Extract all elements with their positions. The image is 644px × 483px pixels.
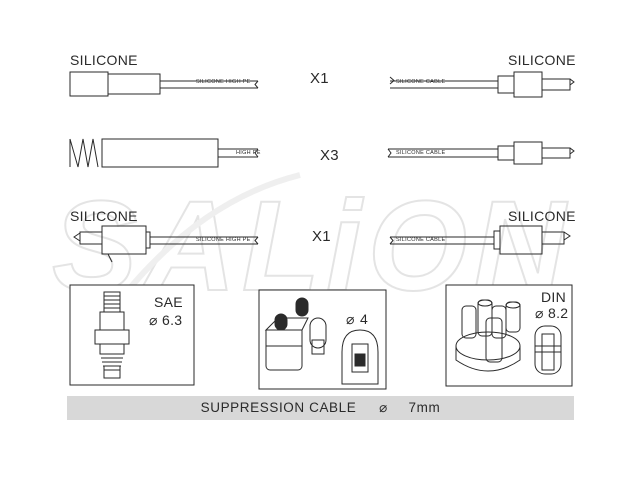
cable-row-2: [69, 138, 575, 168]
coil-icon: [264, 297, 327, 371]
row-3-quantity: X1: [312, 228, 331, 245]
row-3-right-label: SILICONE: [508, 208, 576, 224]
suppression-cable-caption: SUPPRESSION CABLE ⌀ 7mm: [67, 400, 574, 416]
coil-diameter: 4: [360, 311, 369, 327]
suppression-cable-diameter: 7mm: [408, 400, 441, 415]
boot-sleeve-left-1: [107, 73, 161, 95]
distributor-diameter: 8.2: [548, 305, 569, 321]
row-3-left-label: SILICONE: [70, 208, 138, 224]
row-1-left-label: SILICONE: [70, 52, 138, 68]
row-1-right-label: SILICONE: [508, 52, 576, 68]
boot-left-2: [101, 138, 219, 168]
cable-print-left-3: SILICONE HIGH PE: [196, 237, 251, 243]
spring-connector: [69, 138, 99, 168]
cable-row-3: [73, 225, 571, 263]
suppression-cable-diameter-symbol: ⌀: [379, 400, 388, 415]
spark-plug-standard: SAE: [154, 294, 183, 310]
cable-print-left-1: SILICONE HIGH PE: [196, 79, 251, 85]
panel-spark-plug: [69, 284, 195, 386]
coil-diameter-symbol: ⌀: [346, 311, 355, 327]
cable-row-1: [69, 71, 575, 98]
spark-plug-diameter: 6.3: [162, 312, 183, 328]
panel-coil: [258, 289, 387, 390]
spark-plug-diameter-symbol: ⌀: [149, 312, 158, 328]
suppression-cable-label: SUPPRESSION CABLE: [200, 400, 357, 415]
row-1-quantity: X1: [310, 70, 329, 87]
cable-print-right-3: SILICONE CABLE: [396, 237, 446, 243]
coil-boot-icon: [341, 329, 379, 385]
boot-left-1: [69, 71, 109, 97]
spark-plug-icon: [94, 291, 130, 379]
distributor-standard: DIN: [541, 289, 567, 305]
cable-print-left-2: HIGH PE: [236, 150, 261, 156]
suppression-cable-band: SUPPRESSION CABLE ⌀ 7mm: [67, 396, 574, 420]
distributor-boot-icon: [534, 325, 562, 375]
cable-print-right-1: SILICONE CABLE: [396, 79, 446, 85]
panel-distributor: [445, 284, 573, 387]
distributor-diameter-symbol: ⌀: [535, 305, 544, 321]
distributor-cap-icon: [455, 299, 521, 372]
row-2-quantity: X3: [320, 147, 339, 164]
cable-print-right-2: SILICONE CABLE: [396, 150, 446, 156]
